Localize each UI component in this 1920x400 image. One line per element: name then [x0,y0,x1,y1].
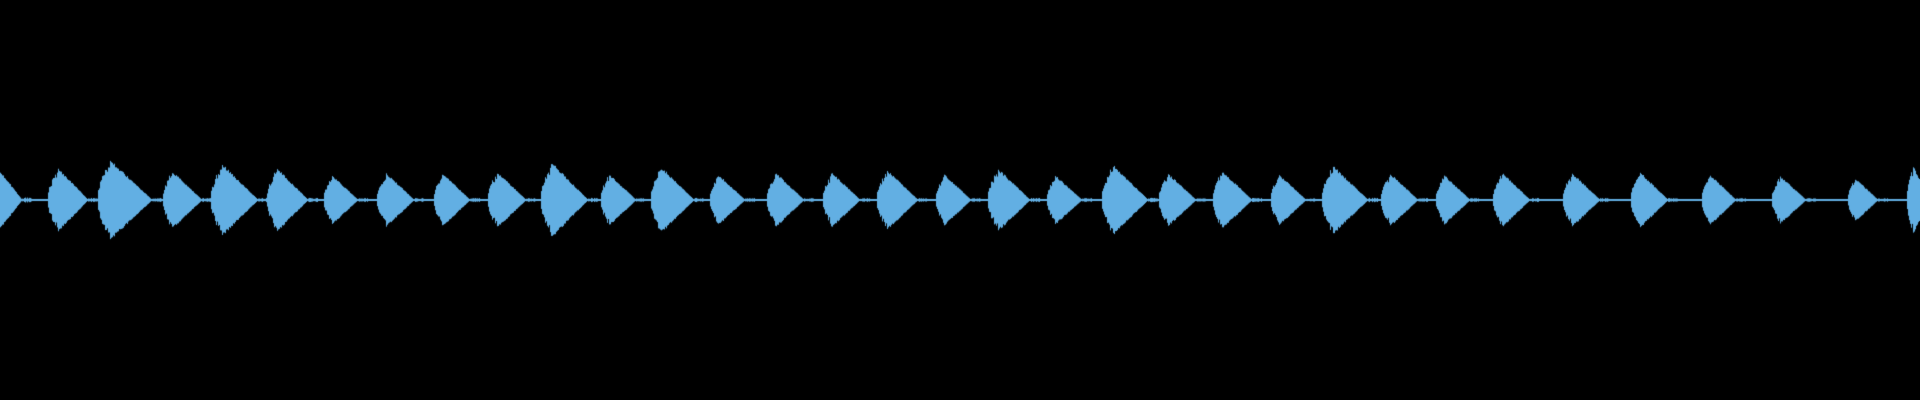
audio-waveform-viewer[interactable] [0,0,1920,400]
waveform-canvas[interactable] [0,0,1920,400]
